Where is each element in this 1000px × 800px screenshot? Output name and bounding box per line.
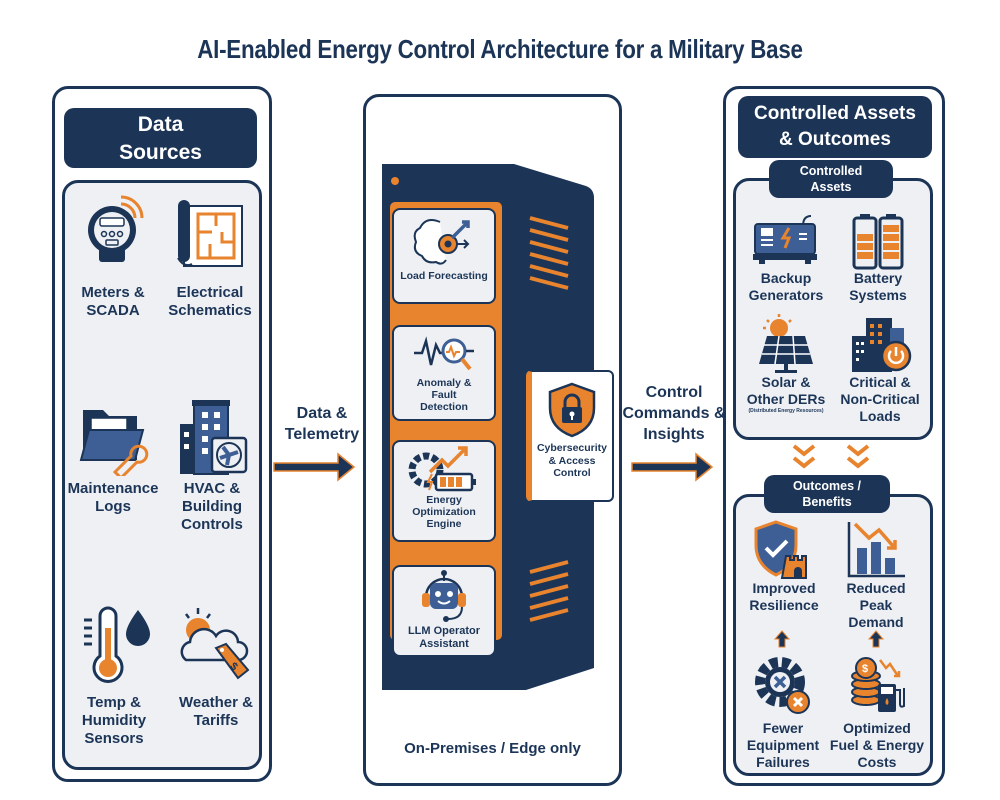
outcome-label: Fewer Equipment Failures: [746, 720, 820, 770]
double-chevron-down-icon: [846, 444, 870, 469]
module-energy-optimization-engine: Energy Optimization Engine: [392, 440, 496, 542]
module-load-forecasting: Load Forecasting: [392, 208, 496, 304]
source-label: Electrical Schematics: [168, 284, 252, 319]
double-chevron-down-icon: [792, 444, 816, 469]
building-fan-icon: [180, 400, 248, 475]
shield-lock-icon: [548, 382, 596, 438]
right-arrow-icon: [631, 452, 714, 482]
diagram-title: AI-Enabled Energy Control Architecture f…: [197, 34, 803, 64]
module-anomaly-fault-detection: Anomaly & Fault Detection: [392, 325, 496, 421]
source-electrical-schematics: Electrical Schematics: [160, 192, 260, 320]
asset-label: Backup Generators: [748, 270, 824, 303]
module-label: Load Forecasting: [400, 270, 488, 282]
module-label: LLM Operator Assistant: [407, 625, 481, 650]
asset-battery-systems: Battery Systems: [834, 212, 922, 304]
outcome-label: Improved Resilience: [749, 580, 819, 613]
outcome-label: Reduced Peak Demand: [846, 580, 906, 630]
outcomes-header-text: Outcomes / Benefits: [792, 479, 862, 509]
source-temp-humidity-sensors: Temp & Humidity Sensors: [66, 606, 162, 748]
robot-headset-icon: [422, 570, 466, 622]
asset-label: Critical & Non-Critical Loads: [840, 374, 920, 424]
thermometer-drop-icon: [84, 606, 150, 683]
generator-icon: [753, 215, 817, 264]
outcomes-header: Outcomes / Benefits: [764, 475, 890, 513]
brain-gear-icon: [413, 219, 470, 265]
blueprint-icon: [177, 200, 243, 267]
up-arrow-icon: [774, 630, 790, 648]
gear-x-icon: [755, 657, 810, 714]
security-label: Cybersecurity & Access Control: [536, 442, 608, 480]
outputs-header: Controlled Assets & Outcomes: [738, 96, 932, 158]
source-maintenance-logs: Maintenance Logs: [62, 400, 164, 516]
solar-panel-icon: [759, 314, 813, 373]
asset-critical-loads: Critical & Non-Critical Loads: [834, 314, 926, 424]
gear-chart-battery-icon: [408, 446, 476, 492]
outcome-label: Optimized Fuel & Energy Costs: [829, 720, 925, 770]
source-label: Weather & Tariffs: [179, 694, 253, 729]
source-weather-tariffs: $ Weather & Tariffs: [168, 606, 264, 730]
bar-chart-down-icon: [847, 522, 905, 578]
asset-backup-generators: Backup Generators: [740, 212, 832, 304]
source-label: Meters & SCADA: [81, 284, 145, 319]
folder-wrench-icon: [79, 410, 149, 476]
data-sources-header-text: Data Sources: [119, 113, 202, 164]
building-power-icon: [852, 318, 912, 372]
asset-solar-ders: Solar & Other DERs (Distributed Energy R…: [740, 314, 832, 414]
controlled-assets-header: Controlled Assets: [769, 160, 893, 198]
controlled-assets-panel: [733, 178, 933, 440]
module-label: Energy Optimization Engine: [412, 494, 476, 531]
source-label: Maintenance Logs: [67, 480, 159, 515]
asset-sublabel: (Distributed Energy Resources): [748, 407, 824, 414]
asset-label: Solar & Other DERs: [746, 374, 826, 407]
source-label: Temp & Humidity Sensors: [81, 694, 147, 747]
source-hvac-building-controls: HVAC & Building Controls: [164, 398, 260, 534]
module-llm-operator-assistant: LLM Operator Assistant: [392, 565, 496, 657]
outcome-reduced-peak-demand: Reduced Peak Demand: [830, 520, 922, 630]
up-arrow-icon: [868, 630, 884, 648]
module-label: Anomaly & Fault Detection: [416, 377, 472, 414]
meter-icon: [88, 195, 144, 262]
data-telemetry-label: Data & Telemetry: [284, 405, 360, 443]
outcome-optimized-fuel-costs: $ Optimized Fuel & Energy Costs: [826, 654, 928, 770]
controlled-assets-header-text: Controlled Assets: [799, 164, 863, 194]
right-arrow-icon: [273, 452, 356, 482]
coins-fuel-icon: $: [851, 657, 905, 712]
outcome-fewer-equipment-failures: Fewer Equipment Failures: [736, 654, 830, 770]
outputs-header-text: Controlled Assets & Outcomes: [754, 103, 916, 150]
pulse-magnifier-icon: [414, 336, 474, 371]
data-sources-header: Data Sources: [64, 108, 257, 168]
source-label: HVAC & Building Controls: [181, 480, 243, 533]
deployment-footer: On-Premises / Edge only: [404, 740, 581, 757]
shield-castle-icon: [754, 520, 807, 579]
battery-icon: [852, 214, 904, 270]
control-commands-label: Control Commands & Insights: [622, 384, 726, 443]
security-card: Cybersecurity & Access Control: [526, 370, 614, 502]
weather-tag-icon: $: [180, 608, 250, 680]
asset-label: Battery Systems: [849, 270, 907, 303]
source-meters-scada: Meters & SCADA: [64, 192, 162, 320]
svg-text:$: $: [862, 663, 868, 675]
outcome-improved-resilience: Improved Resilience: [738, 520, 830, 614]
